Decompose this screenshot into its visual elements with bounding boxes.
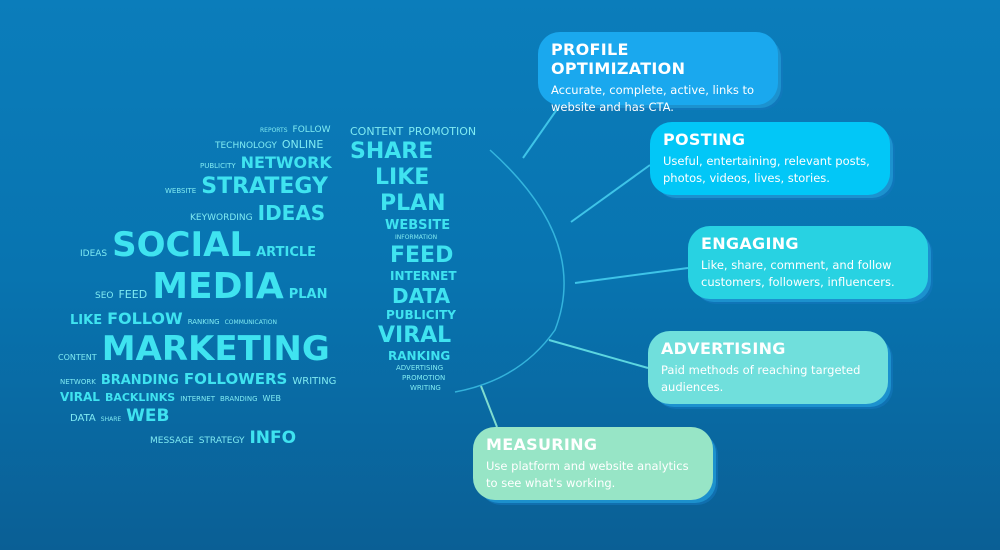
cloud-row: NETWORK BRANDING FOLLOWERS WRITING — [60, 371, 336, 388]
cloud-word: STRATEGY — [198, 436, 245, 446]
cloud-word: VIRAL — [378, 323, 452, 349]
cloud-word: IDEAS — [257, 201, 326, 225]
cloud-word: MEDIA — [152, 266, 284, 307]
cloud-word: BRANDING — [220, 395, 258, 403]
cloud-word: FOLLOW — [107, 309, 183, 328]
cloud-word: PUBLICITY — [200, 162, 236, 170]
cloud-word: KEYWORDING — [190, 213, 253, 223]
cloud-word: WRITING — [410, 383, 441, 392]
cloud-word: MARKETING — [101, 329, 330, 369]
cloud-word: WEBSITE — [165, 187, 197, 195]
card-title: POSTING — [663, 130, 746, 149]
cloud-word: TECHNOLOGY — [215, 141, 277, 151]
cloud-word: WEB — [126, 406, 170, 426]
cloud-word: INTERNET — [180, 395, 215, 403]
cloud-word: NETWORK — [240, 153, 332, 172]
cloud-word: DATA — [70, 413, 96, 424]
cloud-word: VIRAL — [60, 390, 100, 404]
connector-advertising — [548, 339, 649, 369]
card-text: Useful, entertaining, relevant posts, ph… — [663, 154, 870, 185]
connector-measuring — [480, 385, 498, 428]
cloud-word: WEBSITE — [385, 217, 451, 233]
cloud-row: MESSAGE STRATEGY INFO — [150, 429, 296, 448]
cloud-word: INFORMATION — [395, 233, 438, 241]
cloud-row: DATA SHARE WEB — [70, 407, 169, 426]
card-title: PROFILE OPTIMIZATION — [551, 40, 686, 78]
cloud-word: SHARE — [100, 416, 122, 423]
cloud-row: PUBLICITY NETWORK — [200, 154, 332, 172]
card-text: Accurate, complete, active, links to web… — [551, 83, 755, 114]
cloud-word: WRITING — [292, 376, 337, 387]
card-profile-optimization: PROFILE OPTIMIZATION Accurate, complete,… — [538, 32, 778, 114]
cloud-word: SHARE — [350, 139, 434, 165]
cloud-word: FOLLOW — [292, 125, 331, 135]
cloud-word: IDEAS — [80, 249, 108, 259]
cloud-word: FEED — [390, 242, 454, 268]
cloud-row: CONTENT PROMOTION — [350, 125, 477, 138]
cloud-column-right: CONTENT PROMOTION SHARE LIKE PLAN WEBSIT… — [350, 125, 477, 393]
card-title: ADVERTISING — [661, 339, 786, 358]
cloud-word: ARTICLE — [256, 245, 317, 260]
megaphone-word-cloud: REPORTS FOLLOW TECHNOLOGY ONLINE PUBLICI… — [0, 0, 480, 460]
hub-arc — [454, 149, 565, 393]
cloud-word: PROMOTION — [408, 125, 477, 138]
cloud-word: NETWORK — [60, 378, 96, 386]
card-measuring: MEASURING Use platform and website analy… — [473, 427, 713, 500]
card-text: Like, share, comment, and follow custome… — [701, 258, 895, 289]
cloud-word: ONLINE — [281, 138, 324, 151]
cloud-row: WEBSITE STRATEGY — [165, 174, 328, 199]
cloud-word: REPORTS — [260, 127, 288, 134]
cloud-word: COMMUNICATION — [224, 319, 277, 326]
cloud-word: CONTENT — [58, 353, 97, 362]
cloud-word: RANKING — [388, 349, 451, 364]
cloud-word: MESSAGE — [150, 436, 194, 446]
card-text: Use platform and website analytics to se… — [486, 459, 689, 490]
cloud-word: BRANDING — [100, 373, 179, 388]
cloud-word: LIKE — [70, 313, 103, 328]
cloud-word: PLAN — [288, 287, 328, 302]
cloud-row: CONTENT MARKETING — [58, 329, 330, 369]
cloud-word: SOCIAL — [112, 225, 252, 265]
connector-posting — [570, 164, 651, 223]
cloud-row: SEO FEED MEDIA PLAN — [95, 267, 328, 307]
card-text: Paid methods of reaching targeted audien… — [661, 363, 861, 394]
cloud-word: PROMOTION — [402, 374, 446, 383]
cloud-row: TECHNOLOGY ONLINE — [215, 138, 324, 152]
cloud-word: SEO — [95, 291, 114, 301]
cloud-word: WEB — [262, 394, 281, 403]
cloud-word: INTERNET — [390, 268, 457, 283]
cloud-word: BACKLINKS — [104, 391, 176, 404]
cloud-row: KEYWORDING IDEAS — [190, 202, 325, 224]
card-engaging: ENGAGING Like, share, comment, and follo… — [688, 226, 928, 299]
card-posting: POSTING Useful, entertaining, relevant p… — [650, 122, 890, 195]
connector-profile — [522, 104, 561, 159]
card-title: MEASURING — [486, 435, 598, 454]
cloud-word: INFO — [249, 428, 297, 448]
card-title: ENGAGING — [701, 234, 799, 253]
cloud-word: PLAN — [380, 191, 446, 217]
cloud-word: DATA — [392, 283, 451, 308]
cloud-word: FEED — [118, 288, 148, 301]
cloud-word: LIKE — [375, 165, 430, 191]
cloud-word: FOLLOWERS — [183, 370, 288, 388]
cloud-row: LIKE FOLLOW RANKING COMMUNICATION — [70, 310, 277, 328]
cloud-word: CONTENT — [350, 125, 404, 138]
cloud-row: VIRAL BACKLINKS INTERNET BRANDING WEB — [60, 390, 281, 404]
connector-engaging — [574, 267, 689, 284]
cloud-row: REPORTS FOLLOW — [260, 125, 331, 136]
cloud-word: PUBLICITY — [386, 307, 456, 322]
cloud-word: RANKING — [187, 318, 220, 326]
cloud-word: ADVERTISING — [396, 364, 444, 373]
cloud-word: STRATEGY — [201, 174, 328, 199]
cloud-row: IDEAS SOCIAL ARTICLE — [80, 225, 317, 265]
card-advertising: ADVERTISING Paid methods of reaching tar… — [648, 331, 888, 404]
